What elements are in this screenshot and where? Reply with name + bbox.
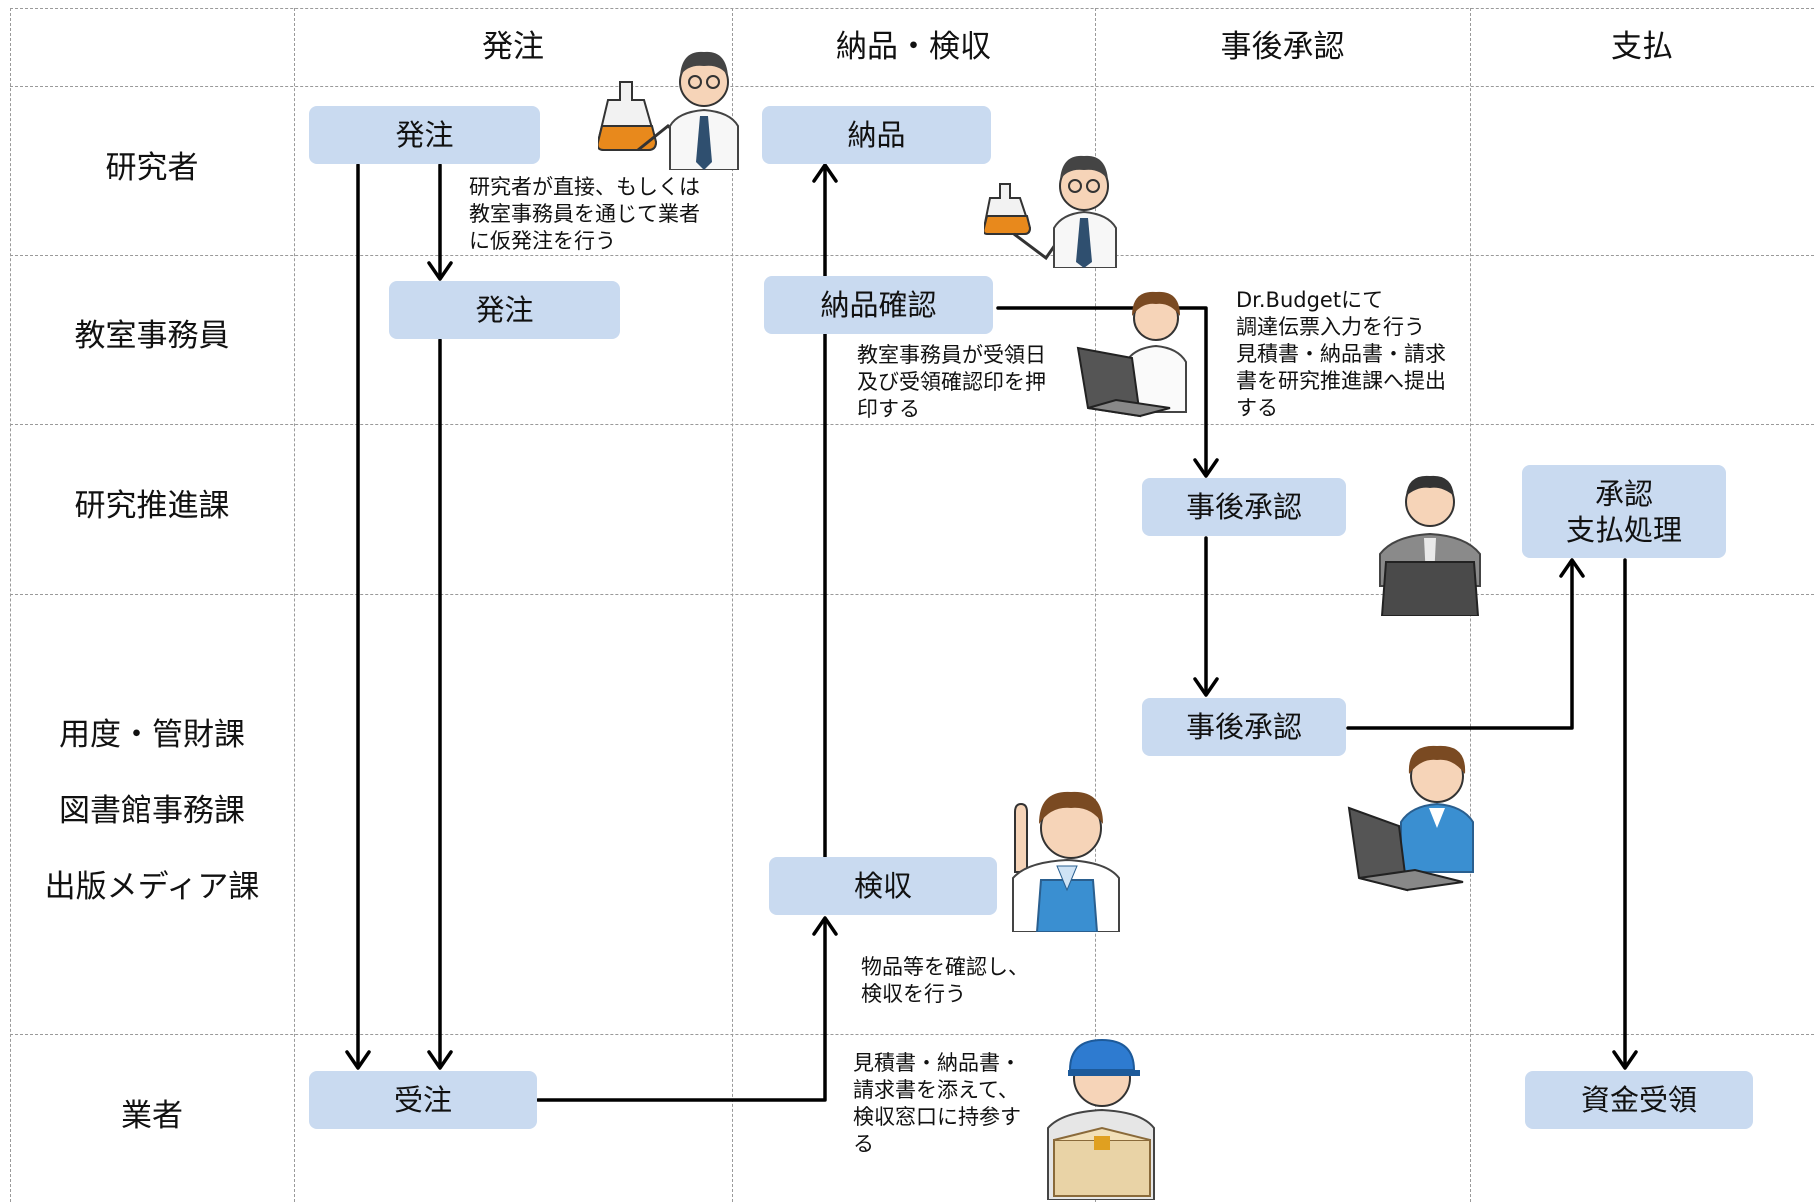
process-box-order: 発注 [309, 106, 540, 164]
arrowhead [427, 261, 453, 281]
arrowhead [1559, 558, 1585, 578]
row-label-text: 図書館事務課 [59, 793, 245, 829]
box-label: 発注 [475, 293, 534, 327]
box-label: 発注 [395, 118, 454, 152]
box-label: 承認 [1594, 476, 1653, 511]
arrow-supply-to-payment [1346, 560, 1574, 730]
note-vendor: 見積書・納品書・ 請求書を添えて、 検収窓口に持参す る [853, 1051, 1021, 1156]
row-label-text: 用度・管財課 [59, 717, 245, 753]
female-clerk-laptop-illustration [1347, 745, 1474, 892]
grid-line [10, 1034, 1814, 1035]
researcher-with-flask-illustration [598, 51, 739, 170]
process-box-receive-funds: 資金受領 [1525, 1071, 1753, 1129]
arrow-vendor-to-inspection [536, 918, 827, 1102]
row-label-text: 研究推進課 [74, 488, 230, 524]
column-header-delivery: 納品・検収 [836, 28, 991, 65]
process-box-delivery: 納品 [762, 106, 991, 164]
box-label: 支払処理 [1565, 512, 1682, 547]
process-box-post-approval-supply: 事後承認 [1142, 698, 1346, 756]
row-label-promotion-section: 研究推進課 [12, 464, 292, 548]
delivery-worker-box-illustration [1047, 1038, 1155, 1200]
row-label-text: 出版メディア課 [44, 869, 260, 905]
grid-line [1095, 8, 1096, 1202]
arrowhead [812, 163, 838, 183]
grid-line [10, 86, 1814, 87]
box-label: 納品 [847, 118, 906, 152]
arrowhead [427, 1050, 453, 1070]
researcher-with-flask-illustration [984, 155, 1117, 268]
box-label: 事後承認 [1185, 710, 1302, 744]
grid-line [10, 8, 1814, 9]
grid-line [10, 594, 1814, 595]
arrowhead [345, 1050, 371, 1070]
arrowhead [1612, 1050, 1638, 1070]
note-inspection: 物品等を確認し、 検収を行う [861, 955, 1029, 1006]
process-box-inspection: 検収 [769, 857, 997, 915]
box-label: 受注 [393, 1083, 452, 1117]
note-provisional-order: 研究者が直接、もしくは 教室事務員を通じて業者 に仮発注を行う [469, 175, 700, 253]
column-header-payment: 支払 [1611, 28, 1673, 65]
column-header-order: 発注 [482, 28, 544, 65]
row-label-supply-section: 用度・管財課 図書館事務課 出版メディア課 [12, 694, 292, 928]
box-label: 検収 [853, 869, 912, 903]
office-staff-laptop-illustration [1076, 291, 1187, 418]
box-label: 事後承認 [1185, 490, 1302, 524]
note-receipt-stamp: 教室事務員が受領日 及び受領確認印を押 印する [857, 343, 1046, 421]
row-label-researcher: 研究者 [12, 126, 292, 210]
arrowhead [1193, 677, 1219, 697]
arrowhead [812, 916, 838, 936]
process-box-order-staff: 発注 [389, 281, 620, 339]
row-label-text: 業者 [121, 1098, 183, 1134]
row-label-text: 教室事務員 [74, 318, 230, 354]
male-clerk-laptop-illustration [1379, 475, 1481, 616]
process-box-post-approval: 事後承認 [1142, 478, 1346, 536]
arrow-confirm-to-approval [996, 306, 1208, 476]
box-label: 資金受領 [1580, 1083, 1697, 1117]
grid-line [732, 8, 733, 1202]
female-clerk-pointing-illustration [1012, 791, 1120, 932]
grid-line [294, 8, 295, 1202]
row-label-vendor: 業者 [12, 1074, 292, 1158]
row-label-office-staff: 教室事務員 [12, 294, 292, 378]
process-box-approval-payment: 承認 支払処理 [1522, 465, 1726, 558]
grid-line [10, 8, 11, 1202]
grid-line [10, 255, 1814, 256]
box-label: 納品確認 [820, 288, 937, 322]
process-box-delivery-confirm: 納品確認 [764, 276, 993, 334]
process-box-receive-order: 受注 [309, 1071, 537, 1129]
note-dr-budget: Dr.Budgetにて 調達伝票入力を行う 見積書・納品書・請求 書を研究推進課… [1236, 288, 1446, 420]
column-header-approval: 事後承認 [1220, 28, 1345, 65]
row-label-text: 研究者 [105, 150, 199, 186]
arrowhead [1193, 458, 1219, 478]
grid-line [10, 424, 1814, 425]
